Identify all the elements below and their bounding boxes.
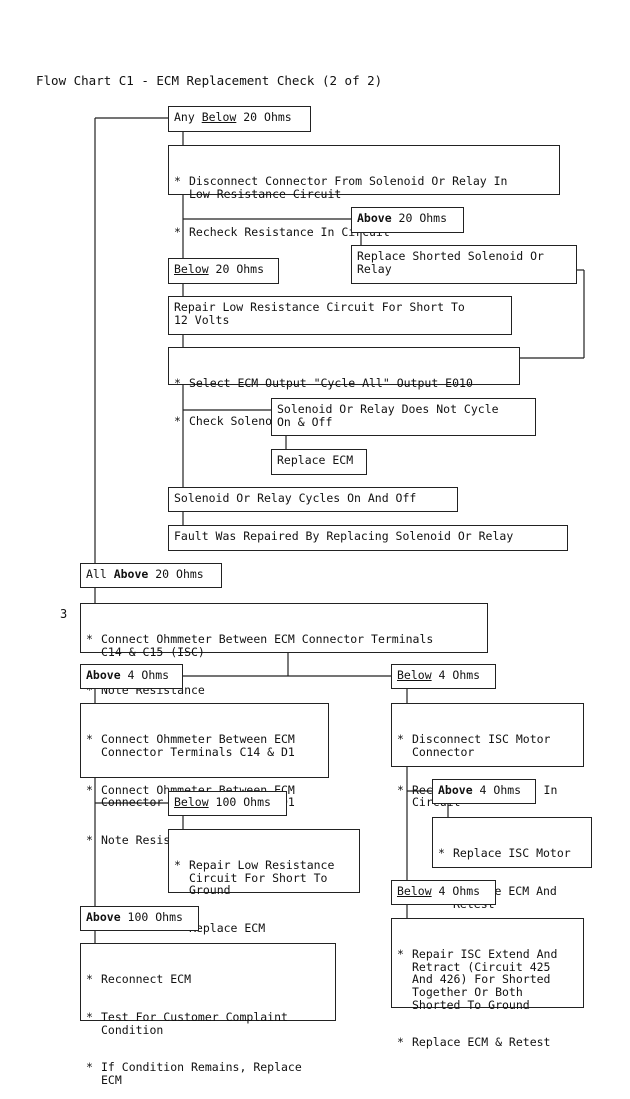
below-4-ohms-bottom-box: Below 4 Ohms	[391, 880, 496, 905]
above-100-ohms-box: Above 100 Ohms	[80, 906, 199, 931]
reconnect-ecm-box: *Reconnect ECM *Test For Customer Compla…	[80, 943, 336, 1086]
step-number: 3	[60, 607, 68, 621]
connect-ohmmeter-c14-c15-box: *Connect Ohmmeter Between ECM Connector …	[80, 603, 488, 696]
repair-isc-circuit-box: *Repair ISC Extend And Retract (Circuit …	[391, 918, 584, 1049]
above-20-ohms-box: Above 20 Ohms	[351, 207, 464, 233]
disconnect-isc-motor-box: *Disconnect ISC Motor Connector *Recheck…	[391, 703, 584, 808]
solenoid-does-not-cycle-box: Solenoid Or Relay Does Not Cycle On & Of…	[271, 398, 536, 436]
above-4-ohms-right-box: Above 4 Ohms	[432, 779, 536, 804]
fault-repaired-box: Fault Was Repaired By Replacing Solenoid…	[168, 525, 568, 551]
all-above-20-ohms-box: All Above 20 Ohms	[80, 563, 222, 588]
repair-short-to-ground-box: *Repair Low Resistance Circuit For Short…	[168, 829, 360, 934]
below-100-ohms-box: Below 100 Ohms	[168, 791, 287, 816]
disconnect-connector-box: *Disconnect Connector From Solenoid Or R…	[168, 145, 560, 238]
flow-chart-title: Flow Chart C1 - ECM Replacement Check (2…	[36, 73, 383, 88]
repair-low-resistance-12v-box: Repair Low Resistance Circuit For Short …	[168, 296, 512, 335]
any-below-20-ohms-box: Any Below 20 Ohms	[168, 106, 311, 132]
replace-shorted-solenoid-box: Replace Shorted Solenoid Or Relay	[351, 245, 577, 284]
connect-ohmmeter-d1-box: *Connect Ohmmeter Between ECM Connector …	[80, 703, 329, 846]
replace-ecm-box: Replace ECM	[271, 449, 367, 475]
solenoid-cycles-box: Solenoid Or Relay Cycles On And Off	[168, 487, 458, 512]
below-4-ohms-right-box: Below 4 Ohms	[391, 664, 496, 689]
above-4-ohms-left-box: Above 4 Ohms	[80, 664, 183, 689]
replace-isc-motor-box: *Replace ISC Motor *Replace ECM And Rete…	[432, 817, 592, 910]
below-20-ohms-box: Below 20 Ohms	[168, 258, 279, 284]
select-ecm-output-box: *Select ECM Output "Cycle All" Output E0…	[168, 347, 520, 427]
